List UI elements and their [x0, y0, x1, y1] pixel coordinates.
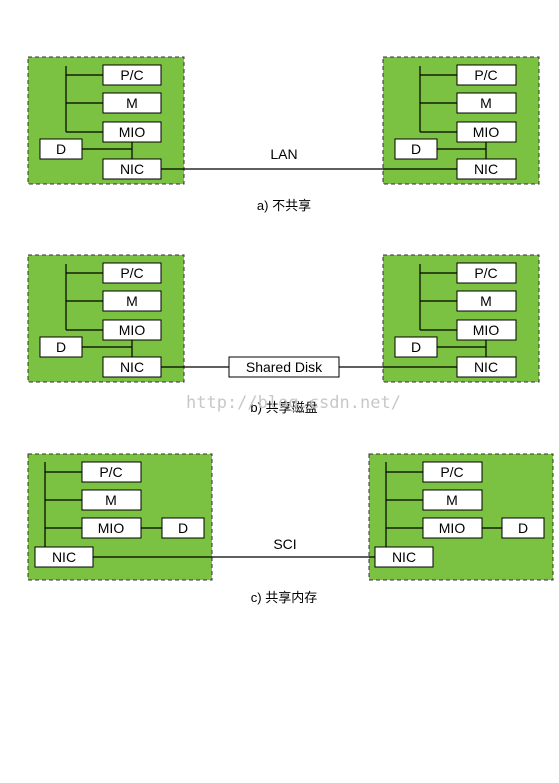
svg-text:MIO: MIO [119, 322, 146, 338]
svg-text:D: D [411, 339, 421, 355]
m-box: M [422, 489, 483, 511]
svg-text:D: D [518, 520, 528, 536]
svg-text:NIC: NIC [392, 549, 416, 565]
svg-text:MIO: MIO [439, 520, 466, 536]
watermark: http://blog.csdn.net/ [186, 393, 401, 413]
svg-text:NIC: NIC [120, 359, 144, 375]
d-box: D [501, 517, 545, 539]
svg-text:M: M [480, 95, 492, 111]
svg-text:MIO: MIO [119, 124, 146, 140]
caption-c: c) 共享内存 [251, 590, 317, 605]
m-box: M [81, 489, 142, 511]
svg-text:P/C: P/C [120, 67, 143, 83]
nic-box: NIC [456, 356, 517, 378]
pc-box: P/C [456, 262, 517, 284]
svg-text:P/C: P/C [440, 464, 463, 480]
svg-text:Shared Disk: Shared Disk [246, 359, 323, 375]
svg-text:NIC: NIC [120, 161, 144, 177]
shared-disk-box: Shared Disk [228, 356, 340, 378]
svg-text:M: M [126, 95, 138, 111]
d-box: D [39, 138, 83, 160]
link-label: LAN [270, 146, 297, 162]
m-box: M [102, 290, 162, 312]
caption-a: a) 不共享 [257, 198, 311, 213]
mio-box: MIO [456, 121, 517, 143]
svg-text:NIC: NIC [474, 359, 498, 375]
m-box: M [456, 92, 517, 114]
pc-box: P/C [422, 461, 483, 483]
d-box: D [161, 517, 205, 539]
mio-box: MIO [102, 319, 162, 341]
pc-box: P/C [102, 262, 162, 284]
svg-text:M: M [126, 293, 138, 309]
svg-text:D: D [56, 141, 66, 157]
d-box: D [394, 336, 438, 358]
svg-text:D: D [56, 339, 66, 355]
diagram-b: P/C M MIO D NIC P/C M MIO D NIC Shared D… [27, 254, 540, 415]
nic-box: NIC [34, 546, 94, 568]
nic-box: NIC [456, 158, 517, 180]
svg-text:NIC: NIC [52, 549, 76, 565]
mio-box: MIO [81, 517, 142, 539]
pc-box: P/C [102, 64, 162, 86]
m-box: M [102, 92, 162, 114]
nic-box: NIC [374, 546, 434, 568]
caption-b: b) 共享磁盘 [250, 400, 317, 415]
svg-text:D: D [178, 520, 188, 536]
mio-box: MIO [102, 121, 162, 143]
svg-text:NIC: NIC [474, 161, 498, 177]
svg-text:P/C: P/C [120, 265, 143, 281]
nic-box: NIC [102, 356, 162, 378]
svg-text:D: D [411, 141, 421, 157]
mio-box: MIO [456, 319, 517, 341]
pc-box: P/C [81, 461, 142, 483]
d-box: D [394, 138, 438, 160]
link-label: SCI [273, 536, 296, 552]
svg-text:P/C: P/C [474, 67, 497, 83]
svg-text:MIO: MIO [473, 322, 500, 338]
pc-box: P/C [456, 64, 517, 86]
mio-box: MIO [422, 517, 483, 539]
svg-text:P/C: P/C [474, 265, 497, 281]
svg-text:M: M [105, 492, 117, 508]
diagram-c: P/C M MIO D NIC P/C M MIO D NIC SCI c) 共… [27, 453, 554, 605]
svg-text:MIO: MIO [473, 124, 500, 140]
nic-box: NIC [102, 158, 162, 180]
d-box: D [39, 336, 83, 358]
svg-text:MIO: MIO [98, 520, 125, 536]
m-box: M [456, 290, 517, 312]
svg-text:P/C: P/C [99, 464, 122, 480]
svg-text:M: M [480, 293, 492, 309]
svg-text:M: M [446, 492, 458, 508]
diagram-a: P/C M MIO D NIC P/C M MIO D NIC LAN a) 不… [27, 56, 540, 213]
